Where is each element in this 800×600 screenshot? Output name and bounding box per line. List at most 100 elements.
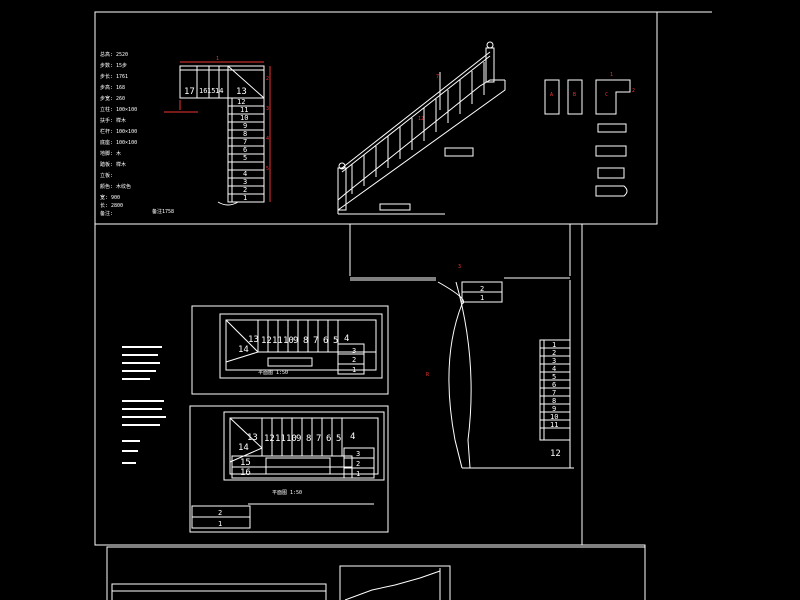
plan-a-right-step: 3 [352,347,356,355]
plan-b-step: 10 [286,434,297,444]
plan-top-step: 16 [199,87,207,95]
plan-side-step: 2 [243,186,247,194]
plan-side-step: 11 [240,106,248,114]
plan-a-step: 8 [303,336,308,346]
plan-b-right-step: 1 [356,470,360,478]
curved-table-cell: 2 [480,285,484,293]
curved-right-step: 1 [552,341,556,349]
plan-a-right-step: 1 [352,366,356,374]
svg-text:1: 1 [610,72,613,78]
svg-text:12: 12 [418,116,424,122]
plan-b-step: 9 [296,434,301,444]
stair-elevation: 12 7 [337,41,506,215]
middle-sheet-frame [94,224,646,600]
curved-table-cell: 1 [480,294,484,302]
plan-top-step: 17 [184,87,195,97]
plan-top-step: 15 [207,87,215,95]
spec-row: 步数: 15步 [100,62,127,69]
spec-row: 地脚: 木 [100,150,121,157]
plan-a-step: 5 [333,336,338,346]
curved-right-step: 4 [552,365,556,373]
svg-text:3: 3 [458,264,461,270]
curved-plan-drawing: 3 R [349,224,574,469]
spec-row: 步宽: 260 [100,95,125,102]
bottom-elevation-frame [339,565,451,600]
plan-b-lower: 16 [240,468,251,478]
plan-b-lower: 15 [240,458,251,468]
plan-side-step: 3 [243,178,247,186]
svg-text:7: 7 [436,74,439,80]
svg-text:A: A [550,92,553,98]
plan-a-step: 4 [344,334,349,344]
spec-row: 步长: 1761 [100,73,128,80]
curved-right-step: 3 [552,357,556,365]
plan-side-step: 1 [243,194,247,202]
l-plan-drawing: 1 2 3 4 5 [164,56,271,206]
plan-a-step: 13 [248,335,259,345]
plan-side-step: 7 [243,138,247,146]
mid-notes [122,346,166,464]
svg-text:1: 1 [216,56,219,62]
svg-text:5: 5 [266,166,269,172]
svg-text:2: 2 [632,88,635,94]
mid-plan-a-drawing [191,305,389,395]
plan-side-step: 10 [240,114,248,122]
spec-note: 备注1758 [152,208,174,215]
plan-b-table-cell: 1 [218,520,222,528]
plan-b-step: 7 [316,434,321,444]
plan-a-step: 10 [283,336,294,346]
spec-row: 踏板: 榉木 [100,161,126,168]
plan-b-step: 5 [336,434,341,444]
plan-a-right-step: 2 [352,356,356,364]
plan-side-step: 12 [237,98,245,106]
spec-row: 备注: [100,210,113,217]
plan-b-step: 6 [326,434,331,444]
plan-side-step: 9 [243,122,247,130]
svg-text:2: 2 [266,76,269,82]
svg-text:B: B [573,92,576,98]
curved-right-step: 6 [552,381,556,389]
curved-right-step: 10 [550,413,558,421]
plan-a-step: 6 [323,336,328,346]
spec-row: 宽: 900 [100,194,120,201]
spec-row: 立柱: 100×100 [100,106,137,113]
plan-top-step: 13 [236,87,247,97]
plan-a-step: 12 [261,336,272,346]
svg-text:R: R [426,372,430,378]
plan-b-caption: 平面图 1:50 [272,490,302,496]
curved-right-step: 8 [552,397,556,405]
plan-a-step: 11 [272,336,283,346]
spec-row: 长: 2800 [100,202,123,209]
svg-text:4: 4 [266,136,269,142]
curved-right-step: 9 [552,405,556,413]
bottom-sheet-frame [106,546,645,600]
plan-b-step: 12 [264,434,275,444]
plan-a-step: 7 [313,336,318,346]
plan-side-step: 4 [243,170,247,178]
plan-b-table-cell: 2 [218,509,222,517]
top-sheet-frame [94,11,658,225]
spec-row: 栏杆: 100×100 [100,128,137,135]
plan-top-step: 14 [215,87,223,95]
plan-b-right-step: 2 [356,460,360,468]
plan-side-step: 6 [243,146,247,154]
plan-b-landing: 14 [238,443,249,453]
curved-right-step: 5 [552,373,556,381]
plan-a-caption: 平面图 1:50 [258,370,288,376]
part-profiles: A B C 1 2 [544,72,635,197]
plan-side-step: 5 [243,154,247,162]
spec-row: 扶手: 榉木 [100,117,126,124]
plan-b-step: 13 [247,433,258,443]
bottom-rail [344,570,441,600]
plan-side-step: 8 [243,130,247,138]
spec-row: 总高: 2520 [100,51,128,58]
spec-row: 步高: 168 [100,84,125,91]
plan-b-step: 8 [306,434,311,444]
mid-plan-b-drawing [189,405,389,533]
plan-a-step: 9 [293,336,298,346]
curved-right-step: 2 [552,349,556,357]
bottom-table-frame [111,583,327,600]
plan-a-landing: 14 [238,345,249,355]
spec-title-block: 总高: 2520 步数: 15步 步长: 1761 步高: 168 步宽: 26… [100,51,174,217]
